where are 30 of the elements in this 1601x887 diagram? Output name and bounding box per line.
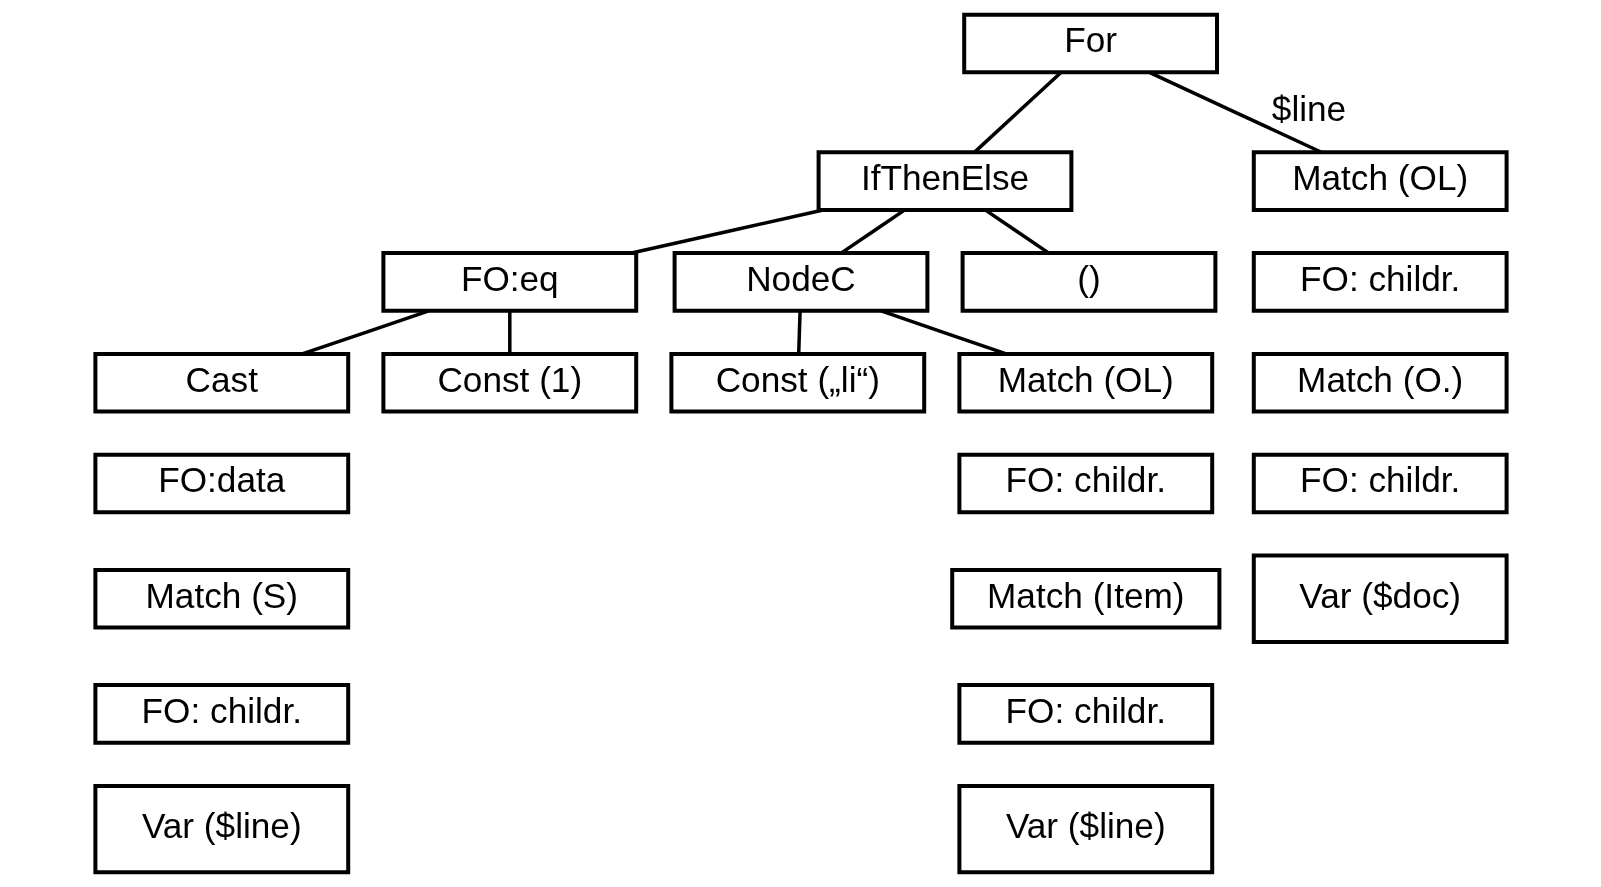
node-box: Match (S) [92,567,350,630]
node-box: IfThenElse [816,150,1073,212]
node-box: NodeC [672,251,929,313]
edge-label: $line [1271,89,1346,129]
node-box: For [961,12,1219,75]
node-box: FO: childr. [1251,251,1509,313]
connector [507,311,512,354]
node-box: FO:eq [380,251,638,313]
node-box: Match (Item) [949,567,1221,630]
node-box: FO:data [92,452,350,515]
node-box: Match (OL) [956,351,1214,414]
connector [1148,71,1322,154]
node-box: Var ($line) [956,783,1214,875]
connector [301,309,429,356]
connector [630,208,824,255]
node-box: () [960,251,1217,313]
node-box: Const („li“) [668,351,926,414]
connector [880,309,1007,356]
node-box: Cast [92,351,350,414]
node-box: FO: childr. [956,683,1214,745]
connector [796,311,802,354]
node-box: FO: childr. [1251,452,1509,515]
node-box: FO: childr. [956,452,1214,515]
node-box: Match (OL) [1251,150,1509,212]
node-box: Var ($line) [92,783,350,875]
node-box: Match (O.) [1251,351,1509,414]
node-box: Var ($doc) [1251,553,1509,644]
connector [972,71,1062,154]
node-box: Const (1) [380,351,638,414]
node-box: FO: childr. [92,683,350,745]
